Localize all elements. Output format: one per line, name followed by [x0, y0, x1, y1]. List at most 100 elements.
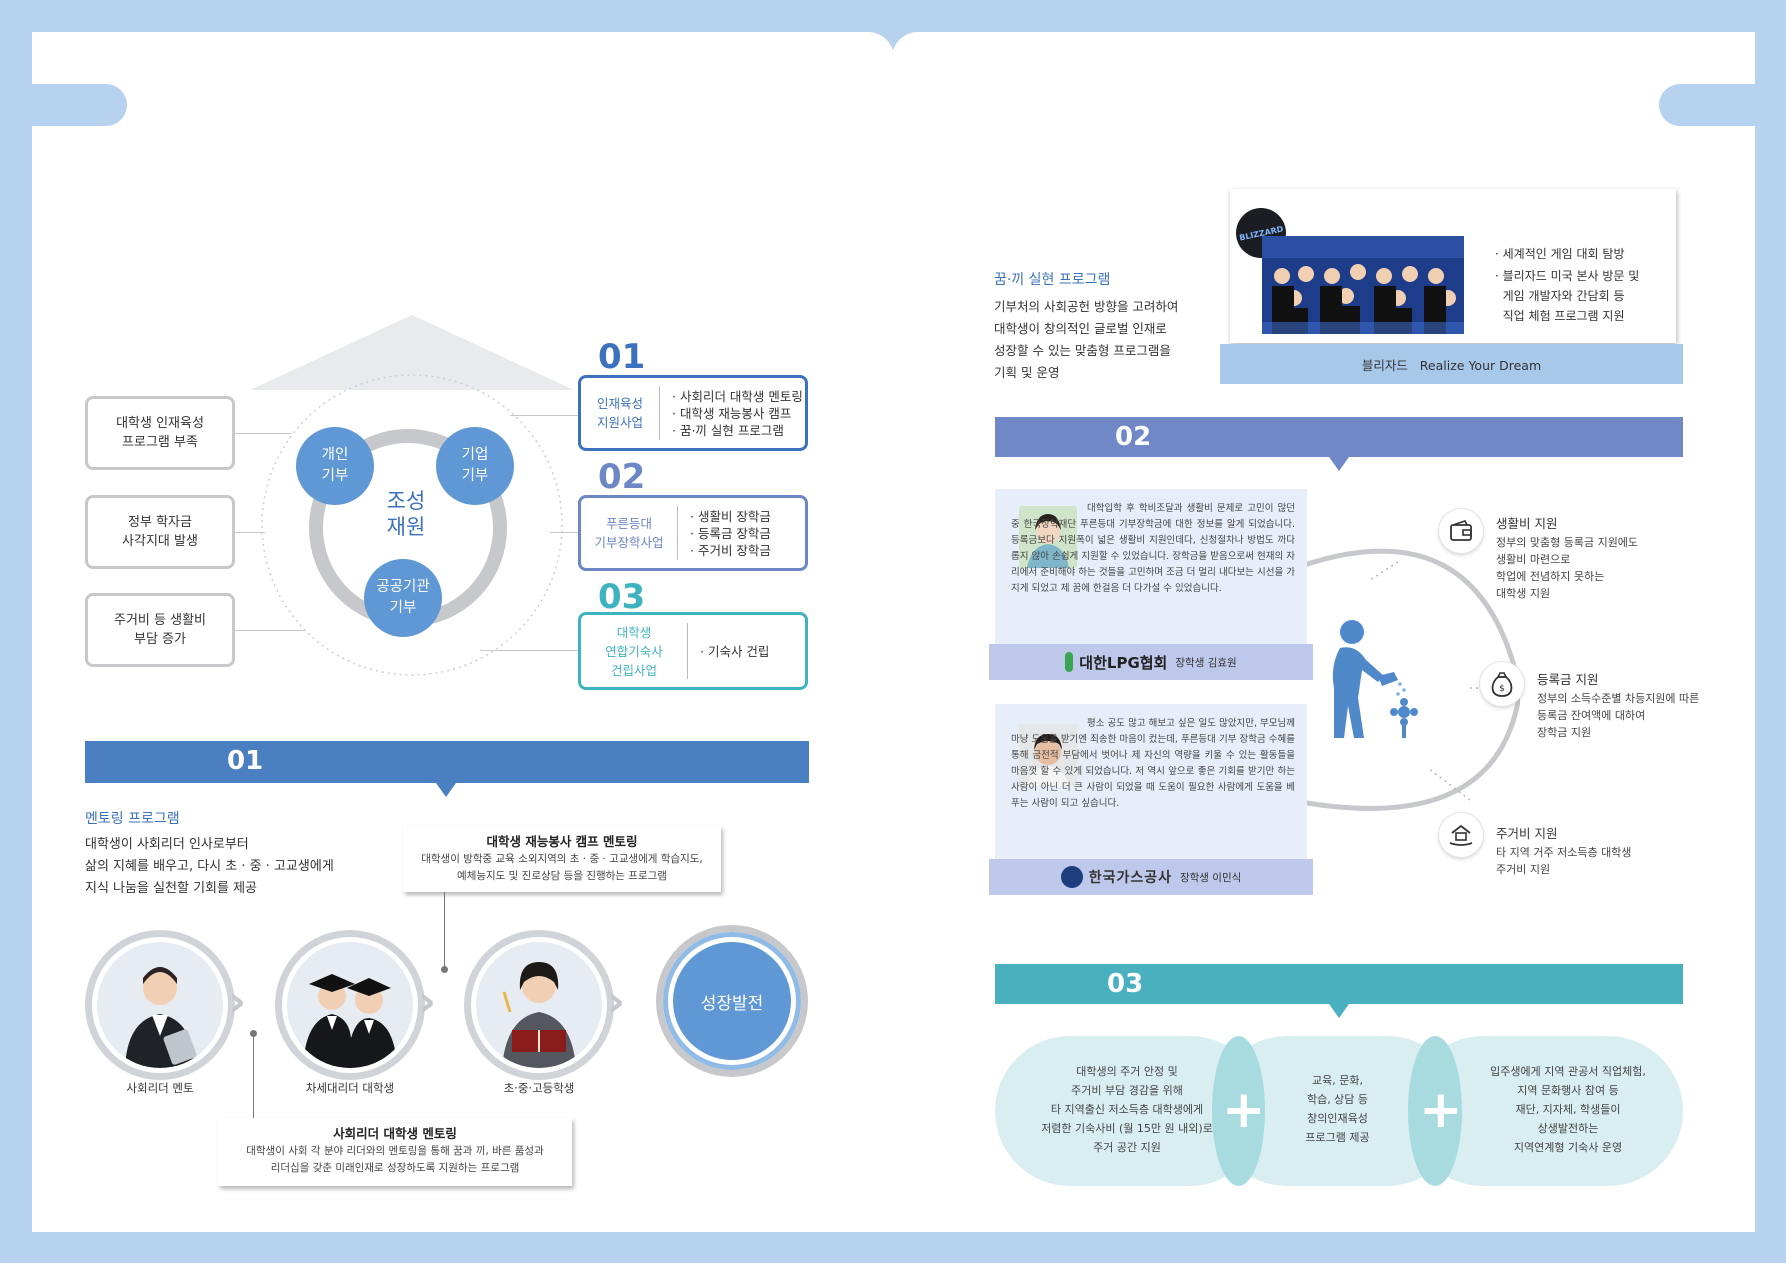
house-hand-icon [1439, 813, 1483, 857]
dream-bullets: · 세계적인 게임 대회 탐방 · 블리자드 미국 본사 방문 및 게임 개발자… [1495, 244, 1639, 326]
org-name: 한국가스공사 [1088, 870, 1172, 886]
section-bar-pointer [436, 783, 456, 797]
mentor-illustration [125, 967, 197, 1068]
left-page-tab [32, 84, 127, 126]
section-bar-02: 02 [995, 417, 1683, 457]
gardener-pictogram [1332, 620, 1418, 738]
right-page-tab [1659, 84, 1755, 126]
benefit-body: 정부의 맞춤형 등록금 지원에도 생활비 마련으로 학업에 전념하지 못하는 대… [1496, 536, 1639, 600]
connector-line [235, 532, 265, 533]
program-label: 대학생 연합기숙사 건립사업 [605, 624, 663, 678]
donor-public: 공공기관 기부 [364, 559, 442, 637]
pupil-illustration [502, 962, 576, 1068]
divider [687, 623, 688, 679]
mentor-circle [85, 930, 235, 1080]
dream-caption-bar: 블리자드 Realize Your Dream [1220, 344, 1683, 384]
section-bar-01: 01 [85, 741, 809, 783]
program-items: 기숙사 건립 [688, 643, 769, 660]
plus-icon: + [1222, 1080, 1266, 1140]
testimonial-footer: 한국가스공사 장학생 이민식 [989, 859, 1313, 895]
dream-caption: 블리자드 Realize Your Dream [1361, 357, 1542, 373]
program-number-02: 02 [598, 457, 646, 497]
svg-text:$: $ [1499, 684, 1505, 694]
donor-corporate: 기업 기부 [436, 427, 514, 505]
growth-inner: 성장발전 [673, 942, 791, 1060]
program-items: 생활비 장학금 등록금 장학금 주거비 장학금 [678, 508, 771, 559]
program-label: 인재육성 지원사업 [596, 396, 643, 430]
program-items: 사회리더 대학생 멘토링 대학생 재능봉사 캠프 꿈·끼 실현 프로그램 [660, 388, 803, 439]
problem-box-living: 주거비 등 생활비 부담 증가 [85, 593, 235, 667]
mentoring-heading: 멘토링 프로그램 [85, 811, 180, 827]
list-item: · 블리자드 미국 본사 방문 및 게임 개발자와 간담회 등 직업 체험 프로… [1495, 269, 1640, 323]
student-name: 장학생 이민식 [1179, 871, 1242, 884]
overlap-lens [1408, 1036, 1462, 1186]
callout-leader-line [253, 1036, 254, 1118]
testimonial-text: 평소 공도 많고 해보고 싶은 일도 많았지만, 부모님께 마냥 도움을 받기엔… [1011, 718, 1295, 809]
dream-heading: 꿈·끼 실현 프로그램 [994, 272, 1111, 288]
org-name: 대한LPG협회 [1079, 653, 1168, 672]
flow-arrow-icon: › [228, 976, 247, 1027]
dream-description: 기부처의 사회공헌 방향을 고려하여 대학생이 창의적인 글로벌 인재로 성장할… [994, 299, 1179, 380]
program-number-03: 03 [598, 577, 646, 617]
camp-callout: 대학생 재능봉사 캠프 멘토링 대학생이 방학중 교육 소외지역의 초 · 중 … [403, 826, 721, 892]
money-bag-icon: $ [1480, 662, 1524, 706]
connector-line [510, 415, 580, 416]
program-box-dormitory: 대학생 연합기숙사 건립사업 기숙사 건립 [578, 612, 808, 690]
benefit-housing: 주거비 지원 타 지역 거주 저소득층 대학생 주거비 지원 [1496, 824, 1631, 878]
pill-text: 교육, 문화, 학습, 상담 등 창의인재육성 프로그램 제공 [1305, 1074, 1370, 1144]
flow-arrow-icon: › [607, 976, 626, 1027]
problem-box-talent: 대학생 인재육성 프로그램 부족 [85, 396, 235, 470]
pupil-circle [464, 930, 614, 1080]
dream-group-photo [1262, 236, 1464, 334]
section-bar-pointer [1329, 1004, 1349, 1018]
list-item: 사회리더 대학생 멘토링 [672, 388, 803, 405]
donor-individual: 개인 기부 [296, 427, 374, 505]
pill-text: 입주생에게 지역 관공서 직업체험, 지역 문화행사 참여 등 재단, 지자체,… [1490, 1065, 1646, 1154]
problem-text: 정부 학자금 사각지대 발생 [122, 515, 198, 549]
list-item: 등록금 장학금 [690, 525, 771, 542]
wallet-icon [1439, 509, 1483, 553]
program-box-talent: 인재육성 지원사업 사회리더 대학생 멘토링 대학생 재능봉사 캠프 꿈·끼 실… [578, 375, 808, 451]
callout-body: 대학생이 사회 각 분야 리더와의 멘토링을 통해 꿈과 끼, 바른 품성과 리… [246, 1145, 544, 1174]
list-item: 꿈·끼 실현 프로그램 [672, 422, 803, 439]
section-bar-03: 03 [995, 964, 1683, 1004]
flow-caption: 사회리더 멘토 [126, 1081, 194, 1095]
growth-circle: 성장발전 [656, 925, 808, 1077]
flow-arrow-icon: › [418, 976, 437, 1027]
callout-dot [441, 966, 448, 973]
list-item: 기숙사 건립 [700, 643, 769, 660]
benefit-body: 정부의 소득수준별 차등지원에 따른 등록금 잔여액에 대하여 장학금 지원 [1537, 692, 1700, 739]
org-logo-icon [1060, 866, 1083, 888]
section-bar-pointer [1329, 457, 1349, 471]
benefit-title: 주거비 지원 [1496, 826, 1558, 841]
testimonial-footer: 대한LPG협회 장학생 김효원 [989, 644, 1313, 680]
connector-line [235, 433, 291, 434]
problem-box-scholarship: 정부 학자금 사각지대 발생 [85, 495, 235, 569]
benefit-title: 등록금 지원 [1537, 672, 1599, 687]
program-label: 푸른등대 기부장학사업 [594, 516, 664, 550]
list-item: 생활비 장학금 [690, 508, 771, 525]
list-item: · 세계적인 게임 대회 탐방 [1495, 247, 1625, 261]
student-photo [1019, 724, 1077, 786]
graduates-illustration [303, 974, 397, 1068]
callout-body: 대학생이 방학중 교육 소외지역의 초 · 중 · 고교생에게 학습지도, 예체… [421, 853, 703, 882]
mentoring-callout: 사회리더 대학생 멘토링 대학생이 사회 각 분야 리더와의 멘토링을 통해 꿈… [218, 1118, 572, 1186]
problem-text: 주거비 등 생활비 부담 증가 [114, 613, 206, 647]
student-name: 장학생 김효원 [1175, 656, 1237, 669]
callout-title: 대학생 재능봉사 캠프 멘토링 [486, 834, 638, 849]
callout-title: 사회리더 대학생 멘토링 [333, 1126, 457, 1141]
connector-line [480, 650, 580, 651]
benefit-body: 타 지역 거주 저소득층 대학생 주거비 지원 [1496, 846, 1632, 876]
divider [677, 506, 678, 560]
benefit-tuition: 등록금 지원 정부의 소득수준별 차등지원에 따른 등록금 잔여액에 대하여 장… [1537, 670, 1699, 741]
callout-leader-line [444, 892, 445, 970]
problem-text: 대학생 인재육성 프로그램 부족 [116, 416, 204, 450]
list-item: 대학생 재능봉사 캠프 [672, 405, 803, 422]
org-logo-icon [1065, 652, 1074, 672]
student-photo [1019, 506, 1077, 568]
testimonial-card: 평소 공도 많고 해보고 싶은 일도 많았지만, 부모님께 마냥 도움을 받기엔… [989, 704, 1313, 895]
overlap-lens [1212, 1036, 1265, 1186]
connector-line [550, 532, 580, 533]
connector-line [235, 630, 305, 631]
testimonial-card: 대학입학 후 학비조달과 생활비 문제로 고민이 많던 중 한국장학재단 푸른등… [989, 489, 1313, 680]
